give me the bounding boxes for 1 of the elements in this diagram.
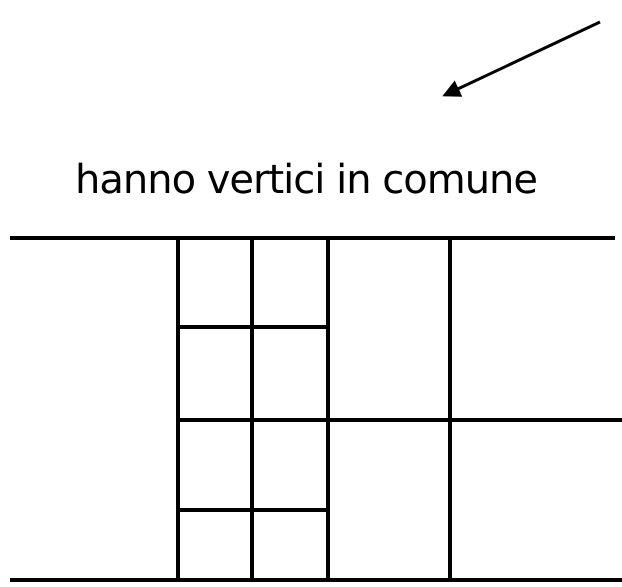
annotation-text: hanno vertici in comune (75, 156, 538, 205)
